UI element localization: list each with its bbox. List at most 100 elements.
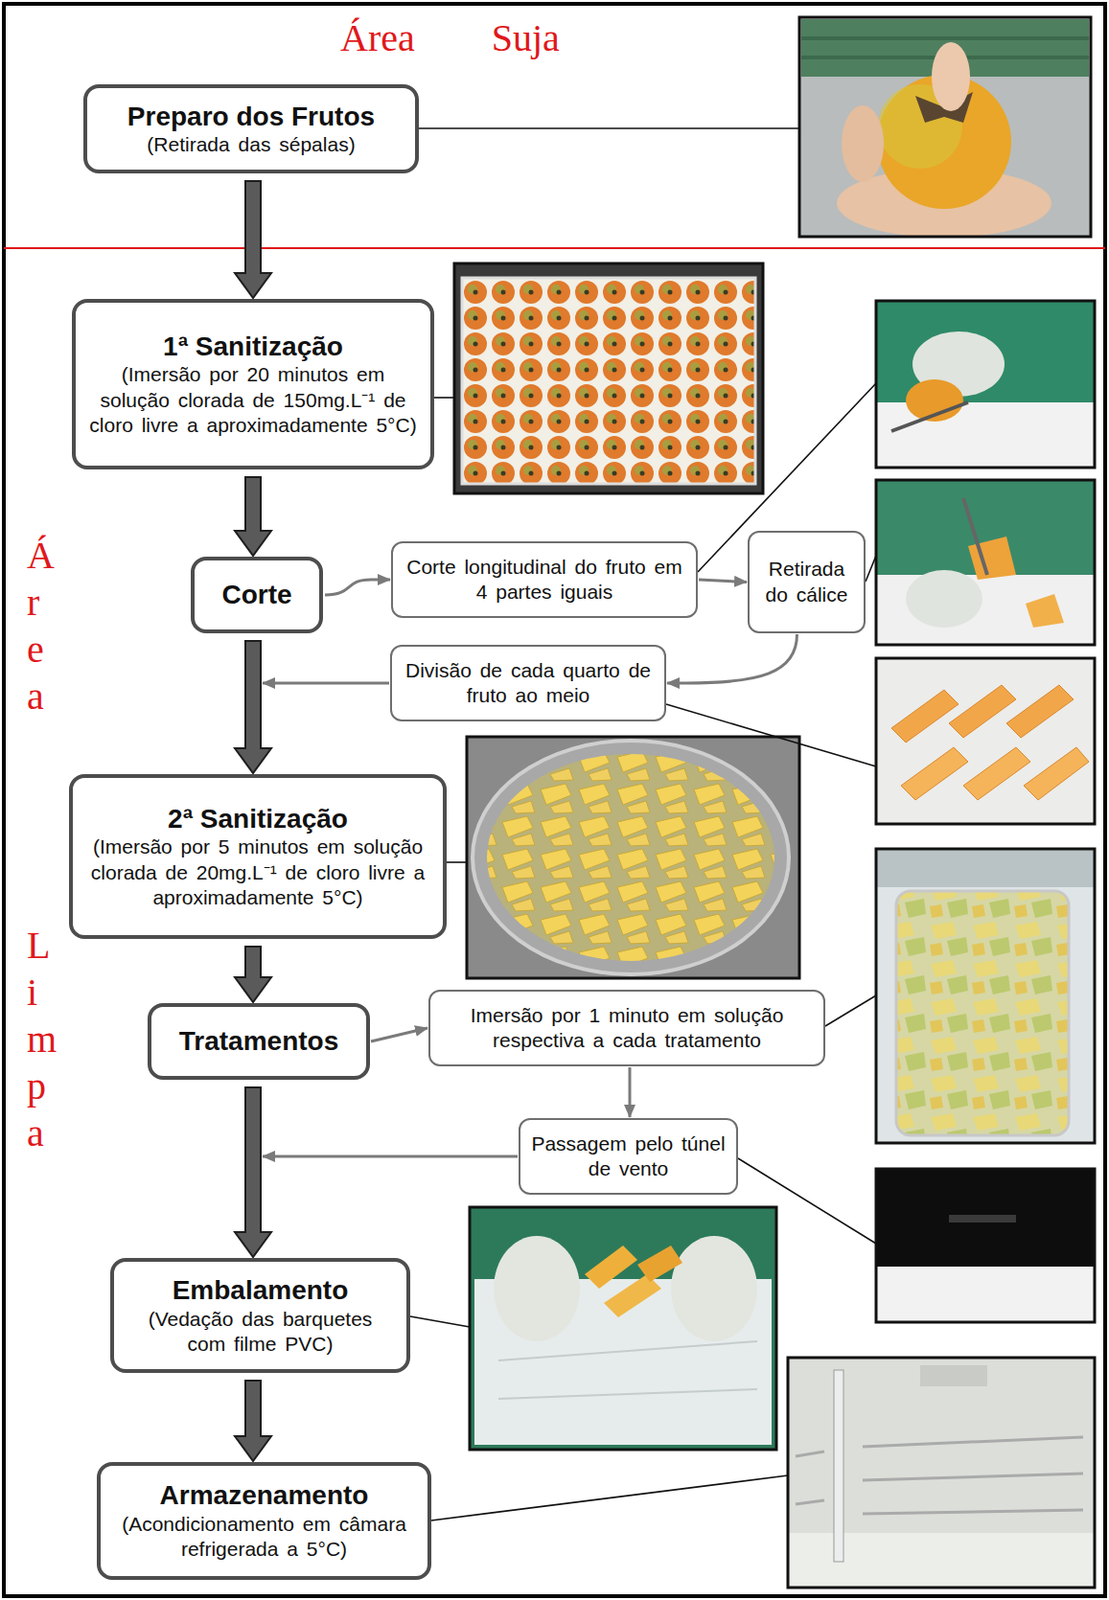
- side-arrow: [628, 1067, 632, 1118]
- photo-wind-tunnel: [876, 1169, 1095, 1323]
- photo-longitudinal-cut: [876, 300, 1095, 468]
- photo-sepal-removal: [801, 36, 1089, 41]
- photo-wind-tunnel: [876, 1169, 1095, 1323]
- photo-cold-room: [787, 1358, 1095, 1589]
- leader-line: [410, 1316, 470, 1328]
- photo-cold-room: [862, 1510, 1084, 1515]
- photo-sepal-removal: [799, 17, 1091, 238]
- side-arrow: [324, 579, 391, 596]
- side-arrow: [262, 682, 390, 686]
- photo-treatment-jar: [876, 849, 1095, 888]
- box-text: (Imersão por 20 minutos em solução clora…: [89, 362, 417, 439]
- photo-treatment-jar: [896, 891, 1069, 1136]
- photo-sepal-removal: [799, 17, 1091, 237]
- leader-line: [434, 396, 455, 399]
- photo-calyx-removal: [876, 480, 1095, 646]
- box-title: Preparo dos Frutos: [127, 100, 375, 134]
- box-text: Corte longitudinal do fruto em 4 partes …: [402, 554, 687, 606]
- photo-packaging: [603, 1274, 662, 1318]
- side-arrow: [698, 579, 747, 583]
- side-arrow: [667, 634, 798, 684]
- photo-quarter-division: [963, 747, 1031, 801]
- leader-line: [410, 128, 877, 1522]
- photo-longitudinal-cut: [876, 300, 1095, 468]
- side-arrow: [262, 1155, 518, 1159]
- photo-treatment-jar: [876, 849, 1095, 1144]
- box-text: (Retirada das sépalas): [146, 132, 355, 158]
- photo-wind-tunnel: [876, 1169, 1095, 1323]
- photo-packaging: [469, 1207, 777, 1451]
- box-text: (Acondicionamento em câmara refrigerada …: [114, 1512, 415, 1564]
- area-label: Área Suja: [340, 15, 560, 62]
- step-detail-box: Passagem pelo túnel de vento: [518, 1118, 739, 1196]
- box-text: (Vedação das barquetes com filme PVC): [127, 1307, 393, 1359]
- photo-packaging: [498, 1341, 758, 1362]
- area-label: Área: [26, 531, 47, 720]
- side-arrow: [370, 1028, 428, 1042]
- area-divider-line: [3, 247, 1106, 250]
- box-text: Retirada do cálice: [759, 556, 855, 608]
- box-text: Divisão de cada quarto de fruto ao meio: [401, 658, 655, 710]
- leader-line: [418, 127, 800, 130]
- photo-first-sanitization: [454, 263, 763, 494]
- box-title: 1ª Sanitização: [162, 330, 344, 364]
- photo-second-sanitization: [466, 737, 800, 979]
- leader-line: [738, 1158, 877, 1245]
- step-detail-box: Imersão por 1 minuto em solução respecti…: [428, 990, 826, 1067]
- photo-packaging: [584, 1246, 638, 1290]
- photo-second-sanitization: [486, 754, 775, 962]
- flow-arrow: [234, 1381, 272, 1462]
- photo-cold-room: [795, 1501, 825, 1505]
- photo-packaging: [498, 1389, 758, 1400]
- photo-cold-room: [795, 1452, 825, 1457]
- flow-arrow: [234, 641, 272, 774]
- flow-arrow: [234, 947, 272, 1003]
- photo-cold-room: [920, 1365, 988, 1387]
- process-box: Corte: [190, 556, 324, 634]
- step-detail-box: Divisão de cada quarto de fruto ao meio: [390, 645, 667, 722]
- photo-longitudinal-cut: [876, 402, 1095, 468]
- photo-packaging: [469, 1207, 777, 1451]
- process-box: 1ª Sanitização(Imersão por 20 minutos em…: [71, 299, 435, 470]
- photo-second-sanitization: [466, 737, 800, 979]
- photo-first-sanitization: [462, 277, 756, 485]
- process-box: Armazenamento(Acondicionamento em câmara…: [96, 1462, 432, 1581]
- leader-line: [865, 555, 877, 582]
- leader-line: [431, 1476, 788, 1522]
- flow-arrow: [234, 181, 272, 299]
- photo-treatment-jar: [876, 849, 1095, 1144]
- photo-packaging: [670, 1236, 758, 1342]
- process-box: Tratamentos: [147, 1003, 370, 1081]
- photo-quarter-division: [1006, 685, 1074, 739]
- box-title: Corte: [221, 578, 292, 612]
- step-detail-box: Retirada do cálice: [747, 531, 866, 634]
- box-text: Passagem pelo túnel de vento: [530, 1132, 727, 1183]
- photo-longitudinal-cut: [891, 402, 969, 432]
- box-text: Imersão por 1 minuto em solução respecti…: [439, 1003, 814, 1055]
- photo-packaging: [469, 1207, 777, 1451]
- photo-calyx-removal: [876, 480, 1095, 646]
- photo-quarter-division: [876, 658, 1095, 825]
- photo-cold-room: [833, 1370, 844, 1563]
- photo-cold-room: [862, 1474, 1084, 1481]
- photo-cold-room: [862, 1437, 1084, 1448]
- box-text: (Imersão por 5 minutos em solução clorad…: [86, 834, 430, 911]
- area-label: Limpa: [26, 922, 47, 1157]
- photo-calyx-removal: [876, 480, 1095, 646]
- flow-arrow: [234, 477, 272, 556]
- photo-first-sanitization: [454, 263, 763, 494]
- area-divider-line: [3, 248, 1106, 250]
- photo-quarter-division: [901, 747, 969, 801]
- process-box: Preparo dos Frutos(Retirada das sépalas): [83, 84, 419, 174]
- photo-treatment-jar: [876, 849, 1095, 1144]
- flow-arrow: [234, 1087, 272, 1258]
- process-box: Embalamento(Vedação das barquetes com fi…: [110, 1258, 411, 1374]
- photo-quarter-division: [876, 658, 1095, 825]
- photo-sepal-removal: [799, 17, 1091, 237]
- box-title: Embalamento: [172, 1274, 349, 1308]
- photo-wind-tunnel: [876, 1267, 1095, 1323]
- box-title: Armazenamento: [160, 1479, 370, 1513]
- photo-calyx-removal: [1025, 594, 1064, 628]
- photo-sepal-removal: [931, 42, 971, 112]
